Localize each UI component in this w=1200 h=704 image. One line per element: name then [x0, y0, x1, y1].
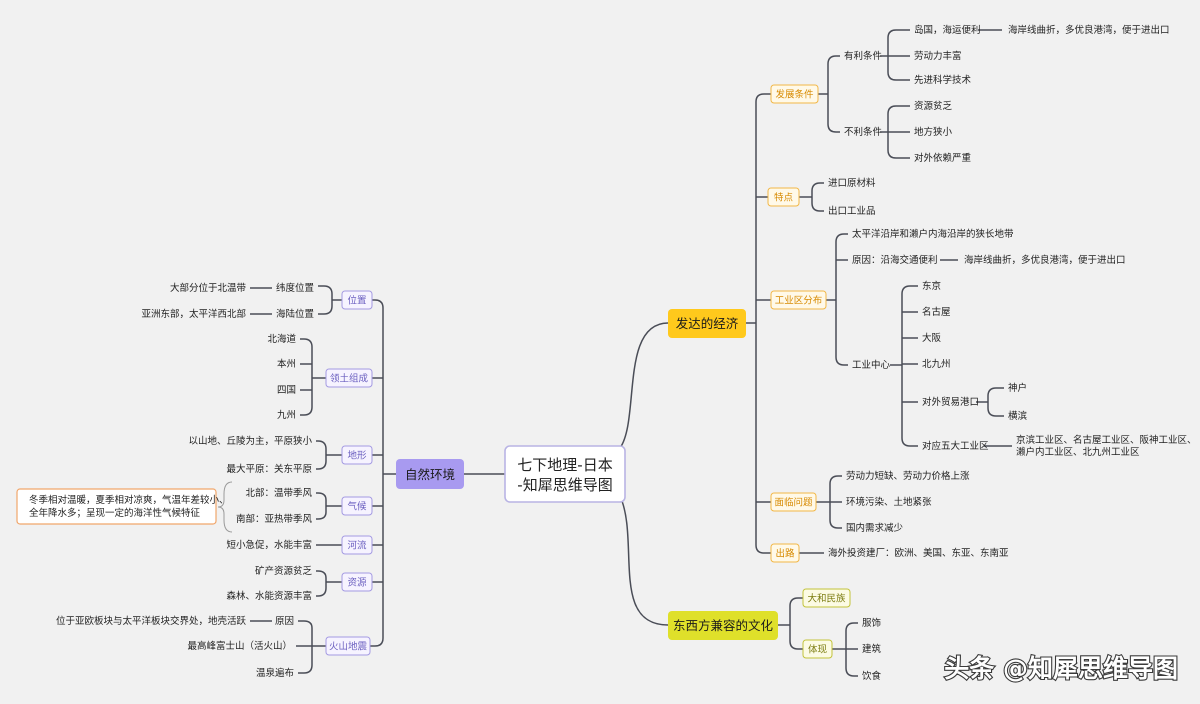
industry-centers-label: 工业中心	[852, 359, 891, 371]
volcano-hot-springs: 温泉遍布	[256, 667, 294, 679]
resource-item: 森林、水能资源丰富	[226, 590, 312, 602]
node-resources[interactable]: 资源	[341, 572, 373, 592]
latitude-value: 大部分位于北温带	[170, 282, 247, 294]
resource-item: 矿产资源贫乏	[255, 565, 313, 577]
favorable-conditions-label: 有利条件	[844, 50, 883, 62]
svg-text:气候: 气候	[347, 501, 367, 513]
unfavorable-item: 地方狭小	[914, 126, 953, 138]
node-embodiment[interactable]: 体现	[802, 639, 833, 659]
volcano-fuji: 最高峰富士山（活火山）	[187, 640, 292, 652]
industry-city: 名古屋	[922, 306, 951, 318]
territory-item: 本州	[277, 358, 296, 370]
solution-text: 海外投资建厂：欧洲、美国、东亚、东南亚	[828, 547, 1009, 559]
problem-item: 环境污染、土地紧张	[846, 496, 932, 508]
node-problems[interactable]: 面临问题	[770, 492, 817, 512]
svg-text:出路: 出路	[775, 548, 795, 560]
node-volcano[interactable]: 火山地震	[325, 636, 371, 656]
five-regions-label: 对应五大工业区	[922, 440, 989, 452]
trade-port: 横滨	[1008, 410, 1028, 422]
unfavorable-conditions-label: 不利条件	[844, 126, 883, 138]
culture-item: 建筑	[862, 643, 882, 655]
sea-land-label: 海陆位置	[276, 308, 314, 320]
culture-label: 东西方兼容的文化	[673, 618, 774, 633]
node-yamato[interactable]: 大和民族	[802, 588, 851, 608]
node-development-conditions[interactable]: 发展条件	[770, 84, 819, 104]
favorable-tech: 先进科学技术	[914, 74, 972, 86]
svg-text:位置: 位置	[347, 295, 366, 307]
connector-lines	[250, 29, 1012, 677]
culture-item: 饮食	[862, 670, 882, 682]
node-territory[interactable]: 领土组成	[325, 368, 373, 388]
feature-item: 出口工业品	[828, 205, 876, 217]
favorable-coast: 海岸线曲折，多优良港湾，便于进出口	[1008, 24, 1170, 36]
economy-node[interactable]: 发达的经济	[668, 309, 746, 338]
five-regions-line2: 濑户内工业区、北九州工业区	[1016, 446, 1140, 458]
volcano-cause-label: 原因	[275, 616, 294, 627]
industry-reason: 原因：沿海交通便利	[852, 254, 938, 266]
svg-text:资源: 资源	[347, 578, 367, 589]
svg-text:工业区分布: 工业区分布	[775, 295, 823, 307]
industry-city: 大阪	[922, 332, 942, 344]
terrain-item: 以山地、丘陵为主，平原狭小	[188, 435, 312, 447]
economy-label: 发达的经济	[676, 316, 739, 331]
svg-text:体现: 体现	[808, 644, 828, 656]
svg-text:面临问题: 面临问题	[774, 497, 813, 509]
climate-item: 北部：温带季风	[245, 487, 312, 499]
unfavorable-item: 资源贫乏	[914, 100, 953, 112]
problem-item: 国内需求减少	[846, 522, 904, 534]
industry-belt: 太平洋沿岸和濑户内海沿岸的狭长地带	[852, 228, 1014, 240]
root-title-line2: -知犀思维导图	[517, 476, 612, 494]
svg-text:大和民族: 大和民族	[807, 593, 846, 605]
node-terrain[interactable]: 地形	[341, 445, 373, 465]
feature-item: 进口原材料	[828, 177, 876, 189]
root-node[interactable]: 七下地理-日本 -知犀思维导图	[504, 445, 626, 503]
unfavorable-item: 对外依赖严重	[914, 152, 972, 164]
nature-label: 自然环境	[405, 467, 455, 482]
territory-item: 四国	[277, 385, 296, 396]
latitude-label: 纬度位置	[276, 282, 314, 294]
territory-item: 九州	[277, 409, 296, 421]
nature-node[interactable]: 自然环境	[396, 459, 464, 489]
volcano-cause: 位于亚欧板块与太平洋板块交界处，地壳活跃	[56, 615, 247, 627]
favorable-island: 岛国，海运便利	[914, 24, 981, 36]
industry-city: 东京	[922, 280, 941, 292]
climate-note-line1: 冬季相对温暖，夏季相对凉爽，气温年差较小、	[29, 494, 229, 506]
svg-text:地形: 地形	[347, 450, 367, 462]
terrain-item: 最大平原：关东平原	[226, 463, 312, 475]
favorable-labor: 劳动力丰富	[914, 50, 962, 62]
node-climate[interactable]: 气候	[341, 496, 373, 516]
node-features[interactable]: 特点	[767, 187, 800, 207]
node-rivers[interactable]: 河流	[341, 535, 373, 555]
industry-city: 北九州	[922, 358, 951, 370]
root-title-line1: 七下地理-日本	[517, 456, 612, 474]
sea-land-value: 亚洲东部，太平洋西北部	[141, 308, 246, 320]
node-location[interactable]: 位置	[341, 290, 373, 310]
trade-port: 神户	[1008, 382, 1027, 394]
culture-node[interactable]: 东西方兼容的文化	[668, 611, 778, 640]
svg-text:火山地震: 火山地震	[329, 641, 368, 653]
node-solution[interactable]: 出路	[770, 543, 800, 563]
industry-reason-detail: 海岸线曲折，多优良港湾，便于进出口	[964, 254, 1126, 266]
culture-item: 服饰	[862, 617, 881, 629]
node-industry-distribution[interactable]: 工业区分布	[770, 290, 827, 310]
svg-text:领土组成: 领土组成	[330, 373, 369, 385]
territory-item: 北海道	[267, 333, 296, 345]
climate-item: 南部：亚热带季风	[236, 513, 313, 525]
trade-ports-label: 对外贸易港口	[922, 396, 979, 408]
rivers-text: 短小急促，水能丰富	[226, 539, 312, 551]
svg-text:河流: 河流	[347, 540, 367, 552]
five-regions-line1: 京滨工业区、名古屋工业区、阪神工业区、	[1016, 434, 1197, 446]
svg-text:特点: 特点	[774, 192, 794, 204]
watermark: 头条 @知犀思维导图	[944, 654, 1178, 683]
climate-note: 冬季相对温暖，夏季相对凉爽，气温年差较小、 全年降水多；呈现一定的海洋性气候特征	[16, 488, 229, 525]
problem-item: 劳动力短缺、劳动力价格上涨	[846, 470, 970, 482]
climate-note-line2: 全年降水多；呈现一定的海洋性气候特征	[29, 507, 201, 519]
svg-text:发展条件: 发展条件	[775, 89, 814, 101]
climate-brace	[217, 481, 233, 533]
